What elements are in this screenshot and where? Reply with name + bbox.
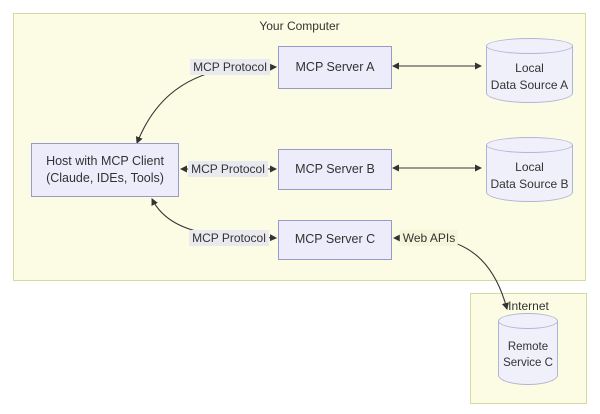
mcp-protocol-label-a: MCP Protocol (190, 59, 270, 75)
remote-service-c-node: Remote Service C (498, 313, 558, 385)
host-node: Host with MCP Client (Claude, IDEs, Tool… (31, 143, 179, 197)
mcp-server-a-node: MCP Server A (278, 46, 392, 89)
cylinder-top-ellipse (486, 137, 573, 153)
local-data-source-a-node: Local Data Source A (486, 38, 573, 103)
cylinder-body (498, 321, 558, 385)
cylinder-body (486, 145, 573, 202)
mcp-server-c-node: MCP Server C (278, 220, 392, 260)
your-computer-label: Your Computer (259, 19, 340, 33)
cylinder-top-ellipse (486, 38, 573, 54)
local-data-source-a-label: Local Data Source A (490, 60, 569, 92)
mcp-server-b-node: MCP Server B (278, 149, 392, 190)
mcp-protocol-label-b: MCP Protocol (188, 161, 268, 177)
mcp-protocol-label-c: MCP Protocol (189, 230, 269, 246)
local-data-source-b-label: Local Data Source B (490, 159, 569, 191)
local-data-source-b-node: Local Data Source B (486, 137, 573, 202)
web-apis-label: Web APIs (399, 230, 459, 246)
cylinder-body (486, 46, 573, 103)
remote-service-c-label: Remote Service C (503, 340, 553, 369)
internet-container: Internet (470, 293, 587, 404)
cylinder-top-ellipse (498, 313, 558, 329)
internet-label: Internet (508, 299, 549, 313)
